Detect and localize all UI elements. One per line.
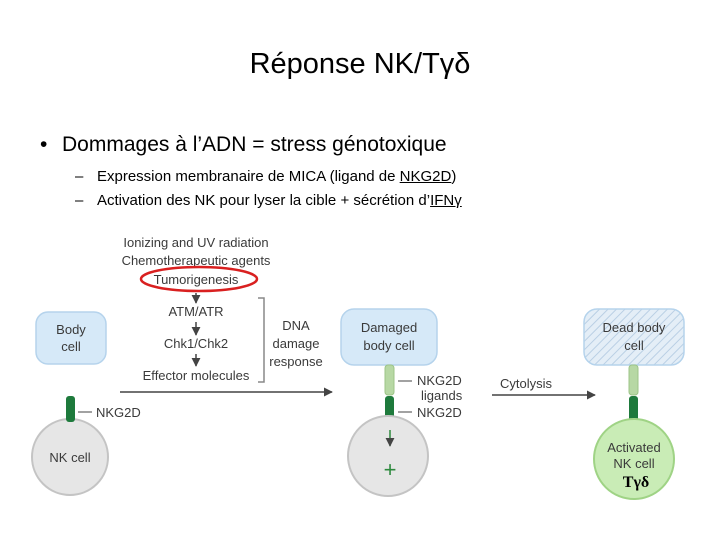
- cytolysis-label: Cytolysis: [500, 376, 553, 391]
- nkg2d-link[interactable]: NKG2D: [399, 168, 452, 185]
- pathway-chk: Chk1/Chk2: [164, 336, 228, 351]
- sub-bullet-activation: –Activation des NK pour lyser la cible +…: [75, 192, 462, 209]
- sub2-text-before: Activation des NK pour lyser la cible + …: [97, 192, 431, 209]
- page-title: Réponse NK/Tγδ: [249, 48, 471, 80]
- ddr-label-line1: DNA: [282, 318, 310, 333]
- ligand-label-1: NKG2D: [417, 373, 462, 388]
- ifn-gamma-link[interactable]: IFNγ: [430, 192, 462, 209]
- bullet-marker: •: [40, 133, 48, 156]
- sub-bullet-mica: –Expression membranaire de MICA (ligand …: [75, 168, 457, 185]
- body-cell-label-1: Body: [56, 322, 86, 337]
- bullet-main-text: Dommages à l’ADN = stress génotoxique: [62, 133, 447, 156]
- dead-cell-ligand: [628, 364, 639, 396]
- ddr-label-line3: response: [269, 354, 322, 369]
- receptor-label-center: NKG2D: [417, 405, 462, 420]
- sub1-text-before: Expression membranaire de MICA (ligand d…: [97, 168, 400, 185]
- cause-tumorigenesis: Tumorigenesis: [154, 272, 239, 287]
- activated-nk-cell: [593, 418, 675, 500]
- gamma-delta-label: Tγδ: [623, 474, 649, 491]
- damaged-cell-label-1: Damaged: [361, 320, 417, 335]
- body-cell-label-2: cell: [61, 339, 81, 354]
- ligand-label-2: ligands: [421, 388, 463, 403]
- dead-body-cell: [583, 308, 685, 366]
- nk-receptor-label: NKG2D: [96, 405, 141, 420]
- sub1-text-after: ): [451, 168, 457, 185]
- bullet-main: • Dommages à l’ADN = stress génotoxique: [40, 133, 447, 157]
- pathway-effector: Effector molecules: [143, 368, 250, 383]
- cause-radiation: Ionizing and UV radiation: [123, 235, 268, 250]
- dead-cell-label-1: Dead body: [603, 320, 666, 335]
- tumorigenesis-highlight: [139, 265, 259, 293]
- plus-sign: +: [384, 457, 397, 482]
- dead-cell-label-2: cell: [624, 338, 644, 353]
- nk-cell-engaged: [347, 415, 429, 497]
- activated-nk-label-2: NK cell: [613, 456, 654, 471]
- activated-nk-label-1: Activated: [607, 440, 660, 455]
- nk-cell-label: NK cell: [49, 450, 90, 465]
- ddr-label-line2: damage: [273, 336, 320, 351]
- nk-receptor: [66, 396, 75, 422]
- body-cell: [35, 311, 107, 365]
- damaged-body-cell: [340, 308, 438, 366]
- cause-chemo: Chemotherapeutic agents: [122, 253, 271, 268]
- damaged-cell-label-2: body cell: [363, 338, 414, 353]
- pathway-atm: ATM/ATR: [168, 304, 223, 319]
- ddr-bracket: [258, 297, 265, 383]
- ligand-shape: [384, 364, 395, 396]
